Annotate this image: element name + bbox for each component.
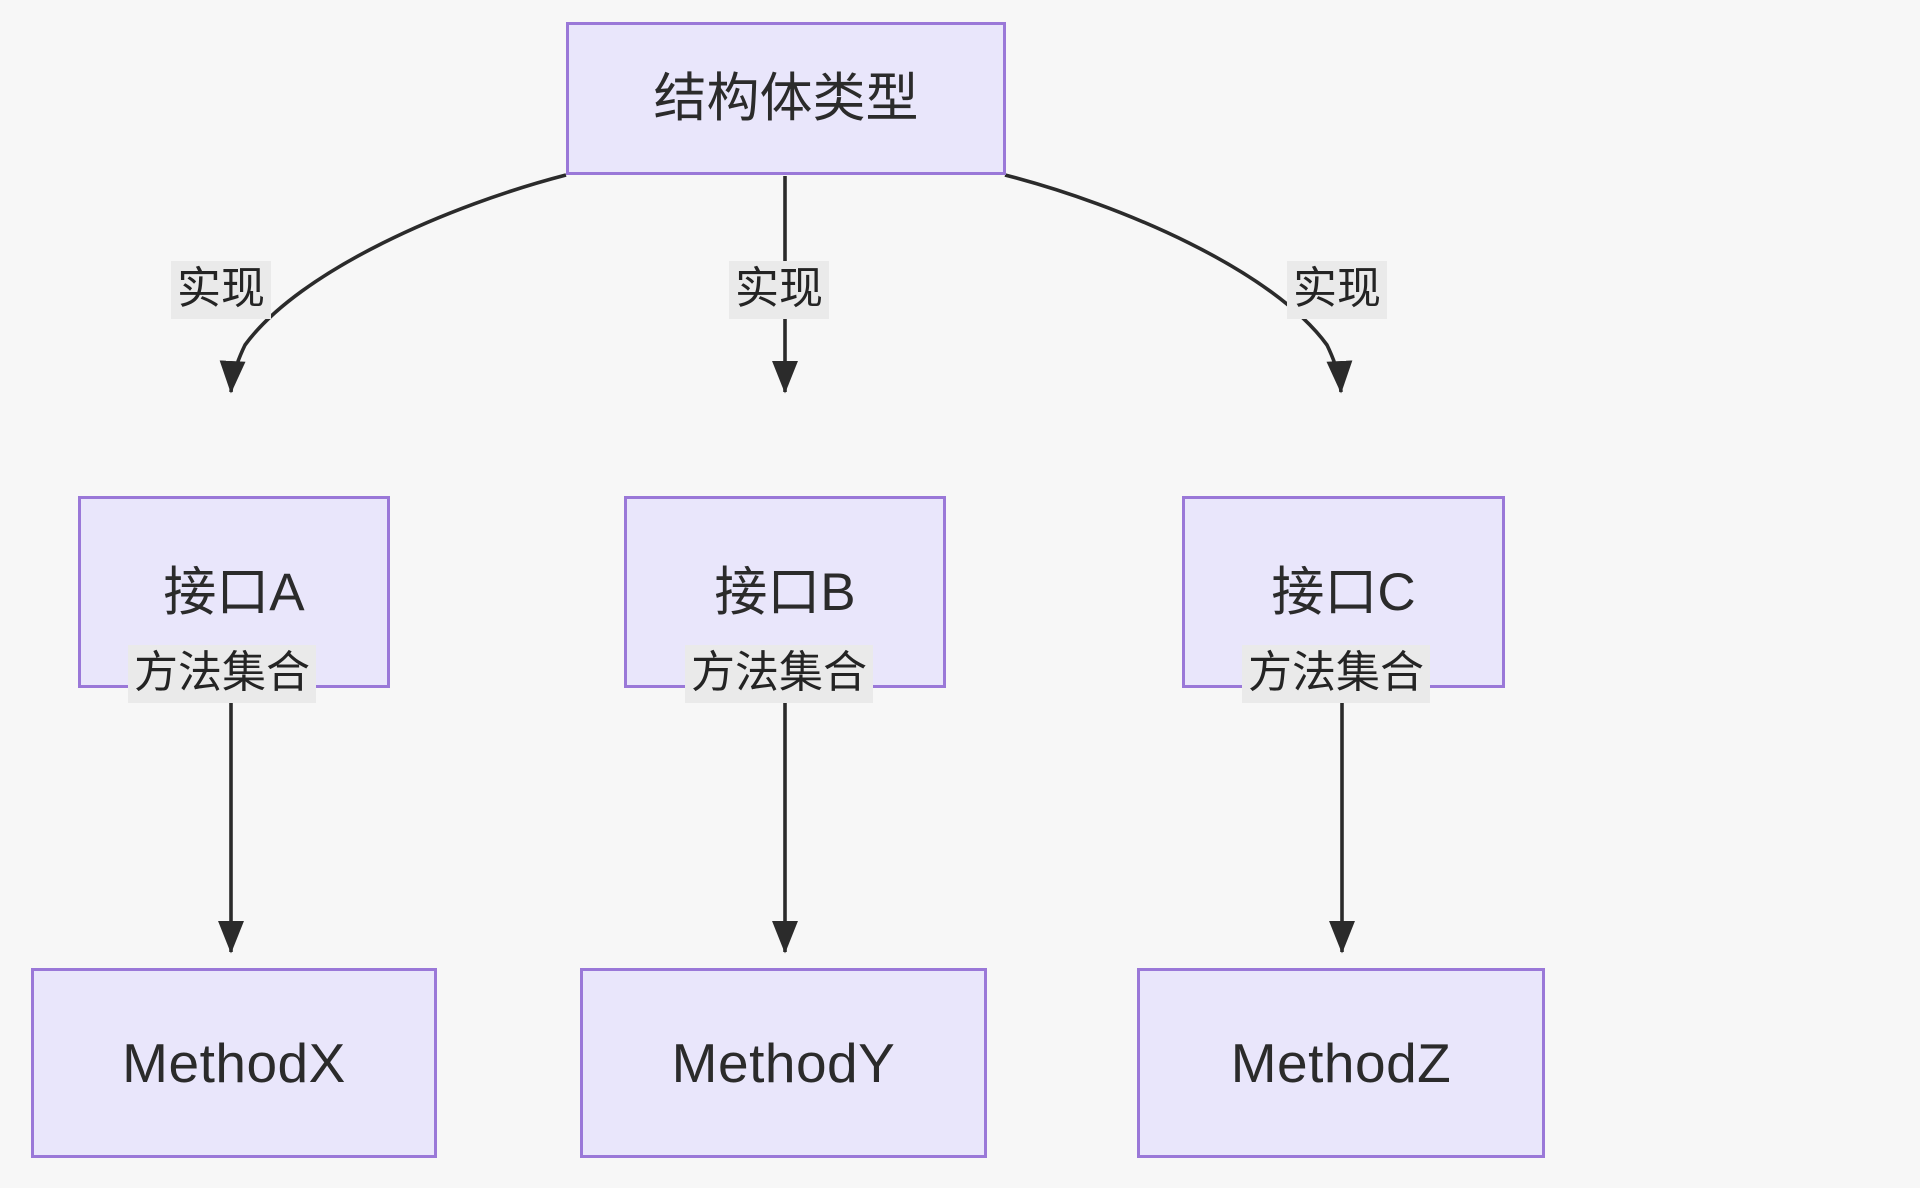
node-method-z-label: MethodZ [1230,1031,1452,1094]
node-method-x[interactable]: MethodX [31,968,437,1158]
edge-label-method-set-b: 方法集合 [685,645,873,703]
node-method-x-label: MethodX [122,1031,346,1094]
node-interface-c-label: 接口C [1271,562,1416,622]
node-interface-b[interactable]: 接口B [624,496,946,688]
node-method-z[interactable]: MethodZ [1137,968,1545,1158]
node-interface-b-label: 接口B [714,562,856,622]
edge-label-implements-c: 实现 [1287,261,1387,319]
edge-label-implements-a: 实现 [171,261,271,319]
node-struct-type[interactable]: 结构体类型 [566,22,1006,175]
node-struct-type-label: 结构体类型 [653,69,919,128]
node-interface-a-label: 接口A [163,562,305,622]
node-method-y[interactable]: MethodY [580,968,987,1158]
node-method-y-label: MethodY [671,1031,896,1094]
edge-label-implements-b: 实现 [729,261,829,319]
edge-label-method-set-c: 方法集合 [1242,645,1430,703]
edge-label-method-set-a: 方法集合 [128,645,316,703]
edge-root-to-interface-a [219,173,567,394]
